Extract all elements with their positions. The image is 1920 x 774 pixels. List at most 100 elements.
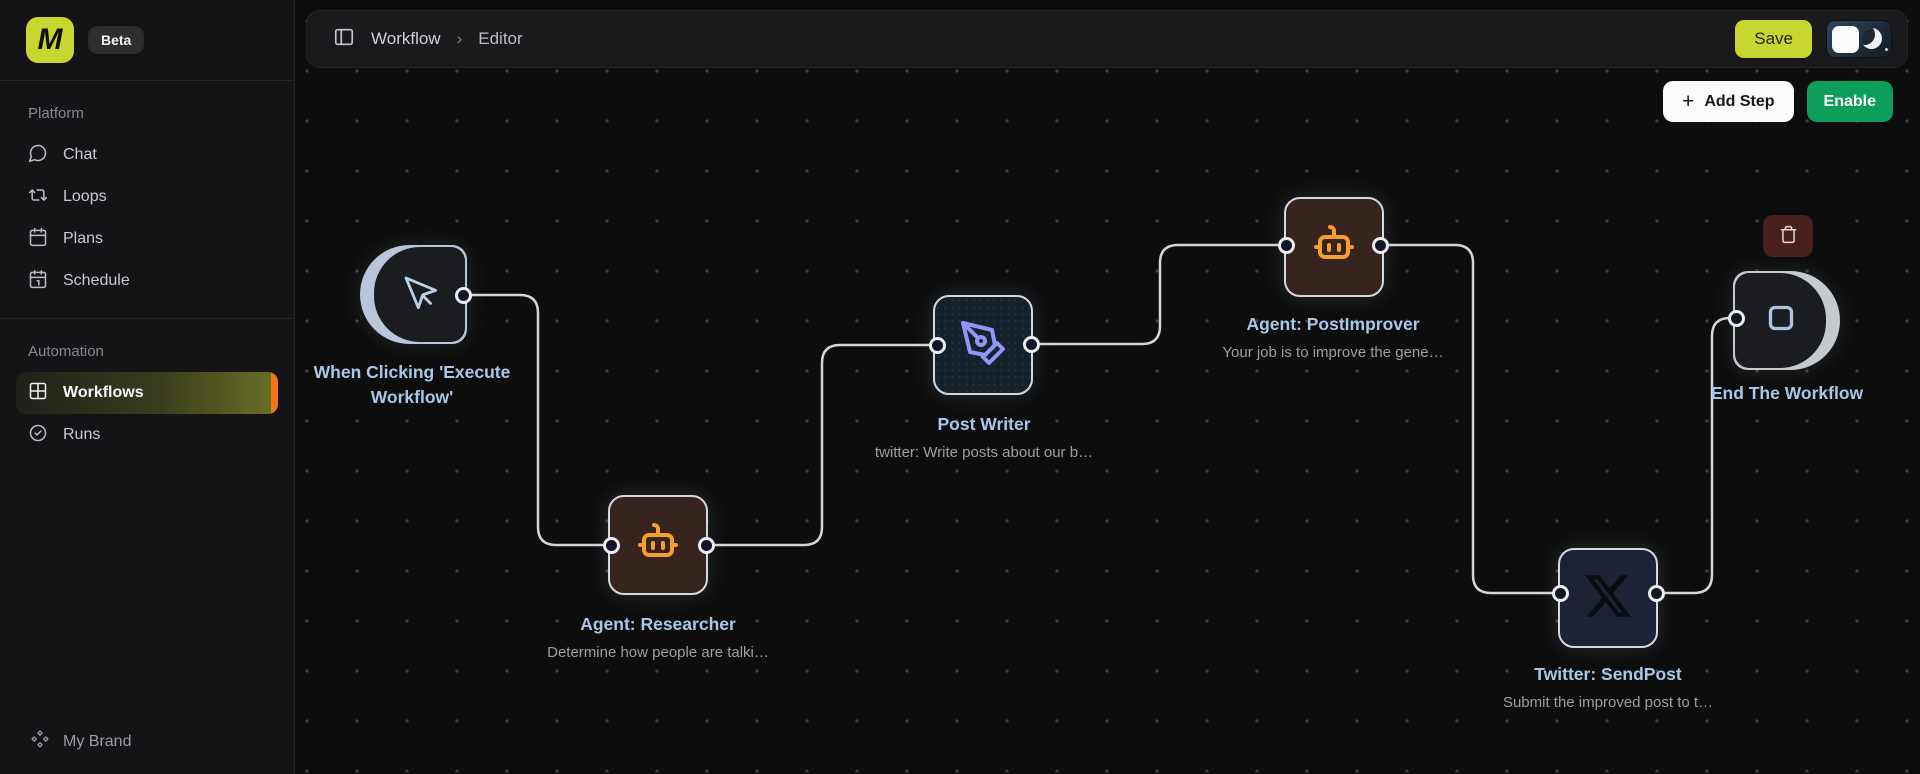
theme-toggle[interactable]	[1826, 20, 1892, 58]
sidebar-item-label: Loops	[63, 188, 107, 205]
edge-researcher-postwriter	[706, 343, 937, 547]
edge-twitter-end	[1656, 316, 1736, 595]
port-researcher-out[interactable]	[698, 537, 715, 554]
sidebar: M Beta Platform Chat Loops Plans S	[0, 0, 295, 774]
sidebar-item-label: Chat	[63, 146, 97, 163]
beta-badge: Beta	[88, 26, 145, 54]
plus-icon: +	[1682, 90, 1695, 113]
node-end[interactable]	[1733, 271, 1840, 370]
square-icon	[1763, 300, 1799, 341]
diamonds-icon	[30, 729, 50, 754]
node-twitter-label: Twitter: SendPost Submit the improved po…	[1458, 662, 1758, 711]
sidebar-item-label: Plans	[63, 230, 104, 247]
star-icon	[1885, 48, 1888, 51]
port-twitter-in[interactable]	[1552, 585, 1569, 602]
workflow-canvas[interactable]: When Clicking 'Execute Workflow' Agent: …	[295, 0, 1920, 774]
node-trigger[interactable]	[360, 245, 467, 344]
edge-postimprover-twitter	[1380, 243, 1560, 595]
sidebar-item-plans[interactable]: Plans	[16, 218, 278, 260]
trigger-node-shape	[360, 245, 467, 344]
node-trigger-label: When Clicking 'Execute Workflow'	[292, 360, 532, 409]
sidebar-item-runs[interactable]: Runs	[16, 414, 278, 456]
node-title: Agent: Researcher	[580, 614, 736, 634]
node-title: Post Writer	[937, 414, 1031, 434]
node-twitter-sendpost[interactable]	[1558, 548, 1658, 648]
agent-node-shape	[1284, 197, 1384, 297]
sidebar-item-label: Workflows	[63, 384, 144, 401]
topbar: Workflow › Editor Save	[306, 10, 1908, 68]
sidebar-section-automation: Automation Workflows Runs	[0, 319, 294, 462]
sidebar-header: M Beta	[0, 0, 294, 81]
section-label-automation: Automation	[28, 343, 104, 360]
node-title: End The Workflow	[1710, 383, 1864, 403]
section-label-platform: Platform	[28, 105, 84, 122]
calendar-icon	[28, 227, 48, 252]
sidebar-section-platform: Platform Chat Loops Plans Schedule	[0, 81, 294, 308]
port-postimprover-in[interactable]	[1278, 237, 1295, 254]
node-title: When Clicking 'Execute Workflow'	[313, 362, 511, 407]
sidebar-item-label: Runs	[63, 426, 101, 443]
loops-icon	[28, 185, 48, 210]
port-trigger-out[interactable]	[455, 287, 472, 304]
sidebar-item-schedule[interactable]: Schedule	[16, 260, 278, 302]
node-title: Agent: PostImprover	[1246, 314, 1420, 334]
port-end-in[interactable]	[1728, 310, 1745, 327]
moon-icon	[1861, 28, 1882, 49]
robot-icon	[1310, 221, 1358, 274]
cursor-icon	[399, 271, 441, 318]
breadcrumb: Workflow › Editor	[333, 26, 523, 53]
trash-icon	[1779, 225, 1798, 247]
workflow-edges	[463, 243, 1736, 595]
twitter-node-shape	[1558, 548, 1658, 648]
end-node-shape	[1733, 271, 1840, 370]
sidebar-divider	[0, 318, 294, 319]
check-circle-icon	[28, 423, 48, 448]
robot-icon	[634, 519, 682, 572]
breadcrumb-editor: Editor	[478, 29, 523, 48]
pen-nib-icon	[959, 319, 1007, 372]
sidebar-item-chat[interactable]: Chat	[16, 134, 278, 176]
delete-node-button[interactable]	[1763, 215, 1813, 257]
port-researcher-in[interactable]	[603, 537, 620, 554]
chat-bubble-icon	[28, 143, 48, 168]
edge-trigger-researcher	[463, 293, 611, 547]
port-postwriter-out[interactable]	[1023, 336, 1040, 353]
app-logo[interactable]: M	[26, 17, 74, 63]
add-step-label: Add Step	[1704, 92, 1775, 110]
save-button[interactable]: Save	[1735, 20, 1812, 58]
node-agent-researcher[interactable]	[608, 495, 708, 595]
node-subtitle: Determine how people are talki…	[547, 643, 769, 661]
canvas-toolbar: + Add Step Enable	[1663, 81, 1893, 122]
panel-left-icon[interactable]	[333, 26, 355, 53]
node-end-label: End The Workflow	[1667, 381, 1907, 406]
add-step-button[interactable]: + Add Step	[1663, 81, 1794, 122]
node-title: Twitter: SendPost	[1534, 664, 1682, 684]
node-subtitle: Submit the improved post to t…	[1502, 693, 1714, 711]
port-postimprover-out[interactable]	[1372, 237, 1389, 254]
sidebar-item-workflows[interactable]: Workflows	[16, 372, 278, 414]
agent-node-shape	[608, 495, 708, 595]
sidebar-item-label: Schedule	[63, 272, 130, 289]
port-postwriter-in[interactable]	[929, 337, 946, 354]
edge-postwriter-postimprover	[1031, 243, 1286, 346]
node-postwriter-label: Post Writer twitter: Write posts about o…	[844, 412, 1124, 461]
enable-button[interactable]: Enable	[1806, 81, 1893, 122]
main-area: When Clicking 'Execute Workflow' Agent: …	[295, 0, 1920, 774]
breadcrumb-workflow[interactable]: Workflow	[371, 29, 441, 48]
grid-icon	[28, 381, 48, 406]
writer-node-shape	[933, 295, 1033, 395]
node-researcher-label: Agent: Researcher Determine how people a…	[518, 612, 798, 661]
chevron-right-icon: ›	[456, 29, 463, 48]
brand-switcher[interactable]: My Brand	[0, 709, 294, 774]
node-subtitle: twitter: Write posts about our b…	[874, 443, 1094, 461]
toggle-knob	[1832, 26, 1859, 53]
sidebar-item-loops[interactable]: Loops	[16, 176, 278, 218]
node-post-writer[interactable]	[933, 295, 1033, 395]
node-postimprover-label: Agent: PostImprover Your job is to impro…	[1183, 312, 1483, 361]
port-twitter-out[interactable]	[1648, 585, 1665, 602]
x-logo-icon	[1585, 573, 1631, 624]
calendar-day-icon	[28, 269, 48, 294]
node-agent-postimprover[interactable]	[1284, 197, 1384, 297]
node-subtitle: Your job is to improve the gene…	[1222, 343, 1444, 361]
topbar-actions: Save	[1735, 20, 1892, 58]
